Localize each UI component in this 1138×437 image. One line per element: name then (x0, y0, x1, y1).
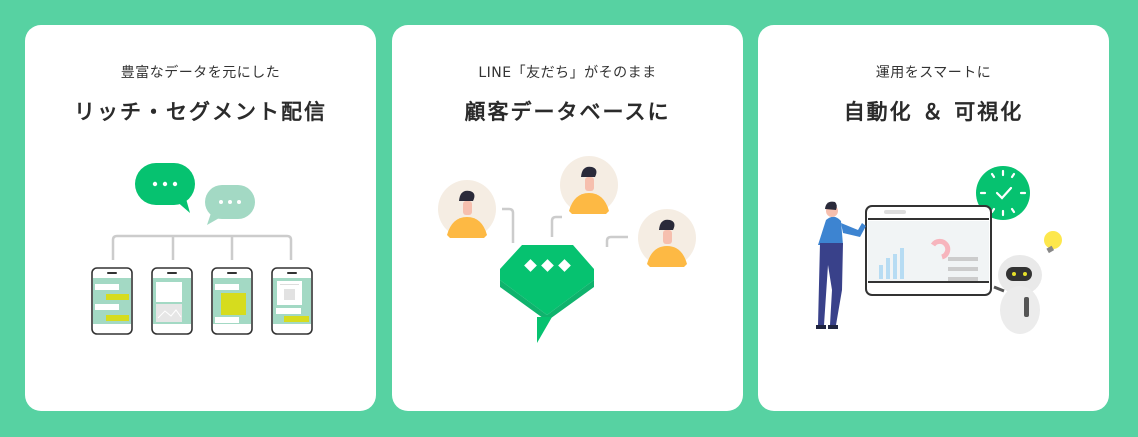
card-title: 顧客データベースに (464, 100, 671, 124)
user-avatar-icon-3 (638, 209, 696, 267)
phone-icon-1 (91, 267, 133, 335)
connector-lines (111, 234, 293, 260)
businessperson-icon (816, 201, 866, 329)
robot-icon (993, 255, 1042, 334)
chat-database-icon (500, 245, 594, 343)
chat-bubble-icon (135, 163, 195, 213)
feature-card-automation: 運用をスマートに 自動化 ＆ 可視化 (758, 25, 1109, 411)
customer-database-illustration (438, 156, 696, 343)
automation-illustration (816, 166, 1062, 334)
card-subtitle: 運用をスマートに (875, 65, 992, 81)
card-subtitle: 豊富なデータを元にした (120, 65, 281, 81)
phone-icon-3 (211, 267, 253, 335)
dashboard-screen-icon (865, 205, 992, 296)
connector-lines (502, 207, 628, 247)
feature-card-customer-database: LINE「友だち」がそのまま 顧客データベースに (392, 25, 743, 411)
card-title: 自動化 ＆ 可視化 (843, 100, 1024, 124)
phone-icon-4 (271, 267, 313, 335)
lightbulb-icon (1044, 231, 1062, 254)
phone-icon-2 (151, 267, 193, 335)
card-title: リッチ・セグメント配信 (74, 100, 327, 124)
card-subtitle: LINE「友だち」がそのまま (478, 65, 657, 81)
chat-bubble-light-icon (205, 185, 255, 225)
clock-icon (976, 166, 1030, 220)
feature-card-segment-delivery: 豊富なデータを元にした リッチ・セグメント配信 (25, 25, 376, 411)
user-avatar-icon-2 (560, 156, 618, 214)
user-avatar-icon-1 (438, 180, 496, 238)
segment-delivery-illustration (91, 163, 313, 335)
